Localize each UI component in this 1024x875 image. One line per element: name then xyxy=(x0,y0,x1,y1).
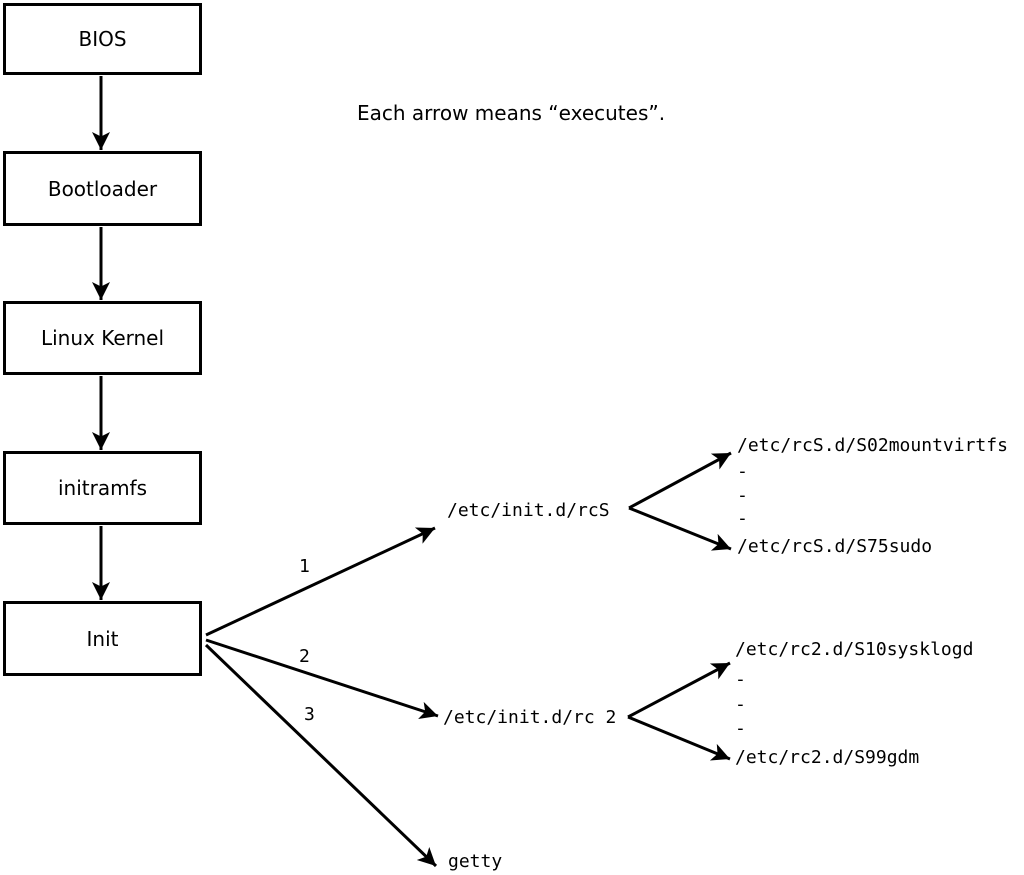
rc2-ellipsis-dash-1: - xyxy=(735,669,746,690)
legend-note: Each arrow means “executes”. xyxy=(357,101,666,125)
arrow-init-to-rcs xyxy=(205,526,436,637)
node-bios: BIOS xyxy=(3,3,202,75)
node-initramfs-label: initramfs xyxy=(57,476,148,500)
rcs-ellipsis-dash-1: - xyxy=(737,461,748,482)
rcs-ellipsis-dash-3: - xyxy=(737,508,748,529)
node-rcs-d-s75sudo: /etc/rcS.d/S75sudo xyxy=(737,536,933,557)
node-etc-init-d-rcs: /etc/init.d/rcS xyxy=(447,500,610,521)
arrow-rc2-to-s99gdm xyxy=(627,715,731,761)
arrow-rcs-to-s02mountvirtfs xyxy=(628,451,732,510)
node-bios-label: BIOS xyxy=(78,27,127,51)
node-init-label: Init xyxy=(86,626,119,651)
rc2-ellipsis-dash-3: - xyxy=(735,718,746,739)
node-bootloader: Bootloader xyxy=(3,151,202,226)
node-init: Init xyxy=(3,601,202,676)
arrow-rcs-to-s75sudo xyxy=(628,506,732,551)
node-rc2-d-s99gdm: /etc/rc2.d/S99gdm xyxy=(735,747,920,768)
rcs-ellipsis-dash-2: - xyxy=(737,485,748,506)
node-linux-kernel: Linux Kernel xyxy=(3,301,202,375)
node-etc-init-d-rc2: /etc/init.d/rc 2 xyxy=(443,707,617,728)
edge-number-1: 1 xyxy=(299,556,310,577)
edge-number-3: 3 xyxy=(304,704,315,725)
node-linux-kernel-label: Linux Kernel xyxy=(40,326,165,350)
edge-number-2: 2 xyxy=(299,646,310,667)
node-getty: getty xyxy=(448,851,503,872)
node-initramfs: initramfs xyxy=(3,451,202,525)
arrow-init-to-rc2 xyxy=(205,638,439,719)
node-rc2-d-s10sysklogd: /etc/rc2.d/S10sysklogd xyxy=(735,639,974,660)
arrow-init-to-getty xyxy=(204,643,438,868)
arrow-rc2-to-s10sysklogd xyxy=(627,661,731,719)
node-bootloader-label: Bootloader xyxy=(47,176,158,201)
node-rcs-d-s02mountvirtfs: /etc/rcS.d/S02mountvirtfs xyxy=(737,435,1008,456)
rc2-ellipsis-dash-2: - xyxy=(735,694,746,715)
